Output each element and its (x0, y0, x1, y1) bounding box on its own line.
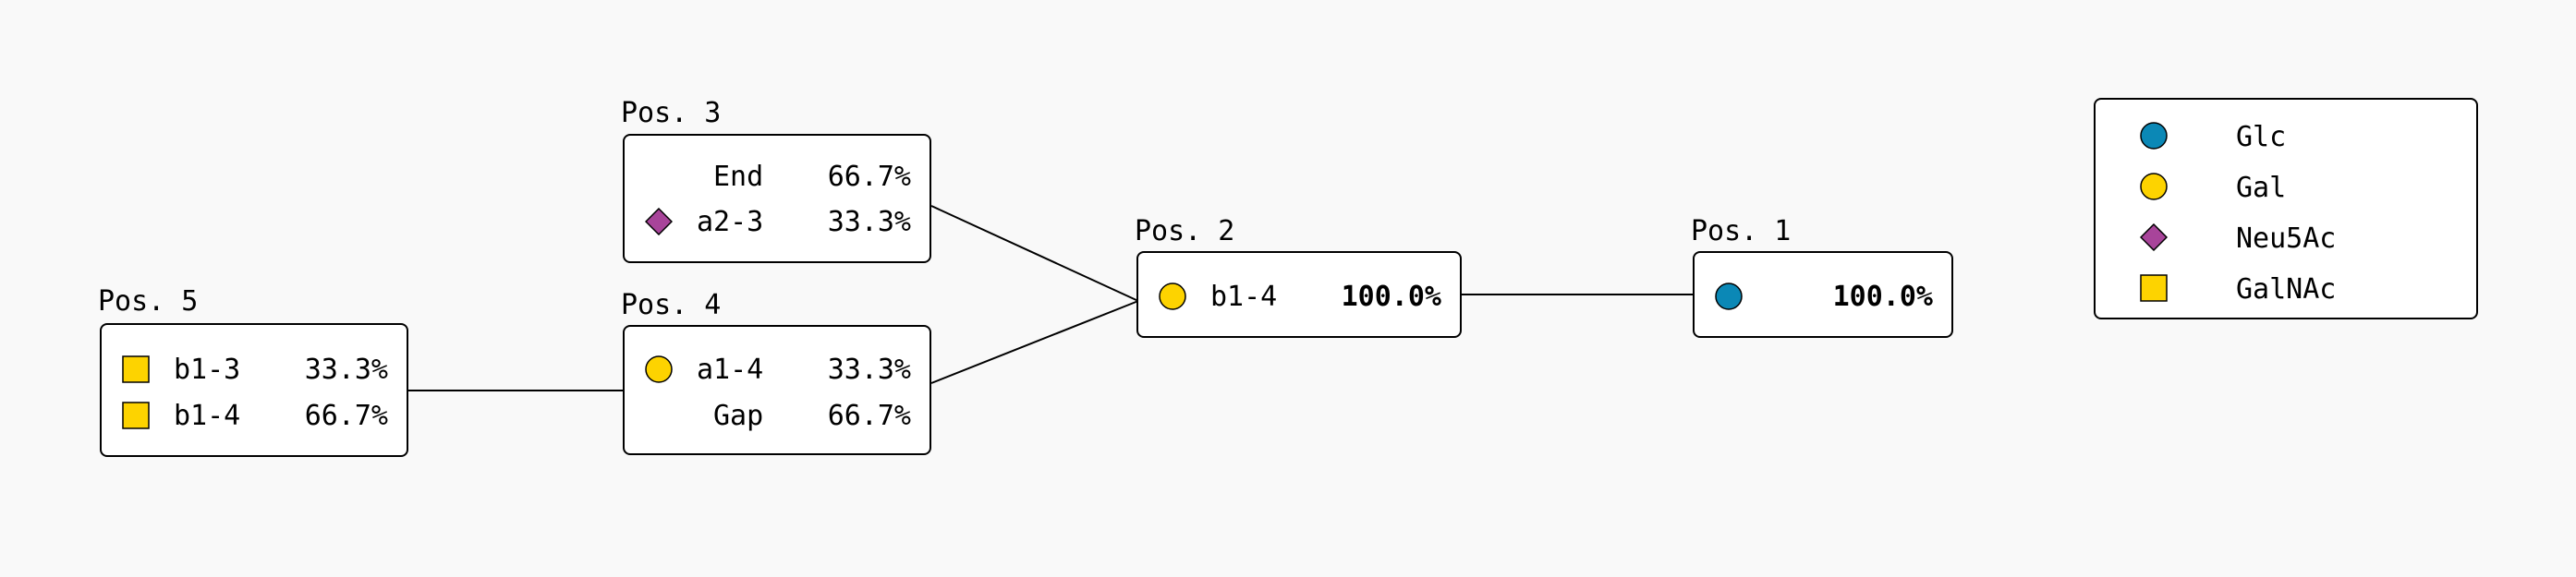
pos3-row-1-linkage: End (713, 161, 764, 193)
legend-item-neu5ac: Neu5Ac (2096, 212, 2476, 264)
pos2-row-1-percent: 100.0% (1341, 281, 1441, 313)
pos3-title: Pos. 3 (621, 97, 722, 129)
galnac-square-icon (2140, 274, 2168, 302)
pos1-row-1: 100.0% (1695, 278, 1951, 315)
pos3-row-2: a2-3 33.3% (625, 203, 930, 240)
pos4-row-2-percent: 66.7% (827, 400, 911, 432)
glc-circle-shape (1715, 282, 1743, 310)
pos2-row-1: b1-4 100.0% (1138, 278, 1460, 315)
legend: Glc Gal Neu5Ac GalNAc (2094, 98, 2478, 319)
pos5-row-1-linkage: b1-3 (174, 354, 241, 386)
glc-circle-shape (2140, 122, 2168, 150)
glc-circle-icon (2140, 122, 2168, 150)
neu5ac-diamond-shape (2140, 223, 2168, 251)
legend-item-gal: Gal (2096, 162, 2476, 213)
pos3-card: End 66.7% a2-3 33.3% (623, 134, 931, 263)
pos2-title: Pos. 2 (1135, 215, 1235, 247)
pos5-row-2-symbol-icon (122, 402, 150, 429)
pos5-title: Pos. 5 (98, 285, 199, 318)
pos5-row-2-percent: 66.7% (304, 400, 388, 432)
pos4-row-1-symbol-icon (645, 355, 673, 383)
legend-label-galnac: GalNAc (2236, 273, 2337, 306)
pos3-row-2-linkage: a2-3 (697, 206, 764, 238)
pos4-row-1-percent: 33.3% (827, 354, 911, 386)
pos4-row-2-linkage: Gap (713, 400, 764, 432)
galnac-square-shape (122, 355, 150, 383)
pos1-title: Pos. 1 (1691, 215, 1792, 247)
pos2-row-1-linkage: b1-4 (1210, 281, 1278, 313)
gal-circle-shape (1159, 282, 1186, 310)
gal-circle-shape (2140, 173, 2168, 200)
neu5ac-diamond-icon (2140, 223, 2168, 251)
legend-label-gal: Gal (2236, 172, 2287, 204)
pos5-row-1-symbol-icon (122, 355, 150, 383)
pos3-row-2-percent: 33.3% (827, 206, 911, 238)
legend-item-glc: Glc (2096, 111, 2476, 162)
pos5-row-1: b1-3 33.3% (102, 351, 407, 388)
gal-circle-shape (645, 355, 673, 383)
pos3-row-2-symbol-icon (645, 208, 673, 235)
legend-label-neu5ac: Neu5Ac (2236, 222, 2337, 255)
neu5ac-diamond-shape (645, 208, 673, 235)
pos4-row-2: Gap 66.7% (625, 397, 930, 434)
pos4-row-1-linkage: a1-4 (697, 354, 764, 386)
pos4-title: Pos. 4 (621, 289, 722, 321)
pos4-card: a1-4 33.3% Gap 66.7% (623, 325, 931, 455)
pos5-card: b1-3 33.3% b1-4 66.7% (100, 323, 408, 457)
gal-circle-icon (2140, 173, 2168, 200)
link-pos3-pos2 (930, 205, 1139, 302)
pos5-row-2-linkage: b1-4 (174, 400, 241, 432)
pos5-row-2: b1-4 66.7% (102, 397, 407, 434)
link-pos4-pos2 (930, 300, 1139, 384)
galnac-square-shape (122, 402, 150, 429)
pos3-row-1: End 66.7% (625, 158, 930, 195)
galnac-square-shape (2140, 274, 2168, 302)
pos1-row-1-symbol-icon (1715, 282, 1743, 310)
pos3-row-1-percent: 66.7% (827, 161, 911, 193)
pos2-card: b1-4 100.0% (1136, 251, 1462, 338)
pos1-card: 100.0% (1693, 251, 1953, 338)
legend-item-galnac: GalNAc (2096, 263, 2476, 315)
pos4-row-1: a1-4 33.3% (625, 351, 930, 388)
pos1-row-1-percent: 100.0% (1832, 281, 1933, 313)
legend-label-glc: Glc (2236, 121, 2287, 153)
pos5-row-1-percent: 33.3% (304, 354, 388, 386)
pos2-row-1-symbol-icon (1159, 282, 1186, 310)
